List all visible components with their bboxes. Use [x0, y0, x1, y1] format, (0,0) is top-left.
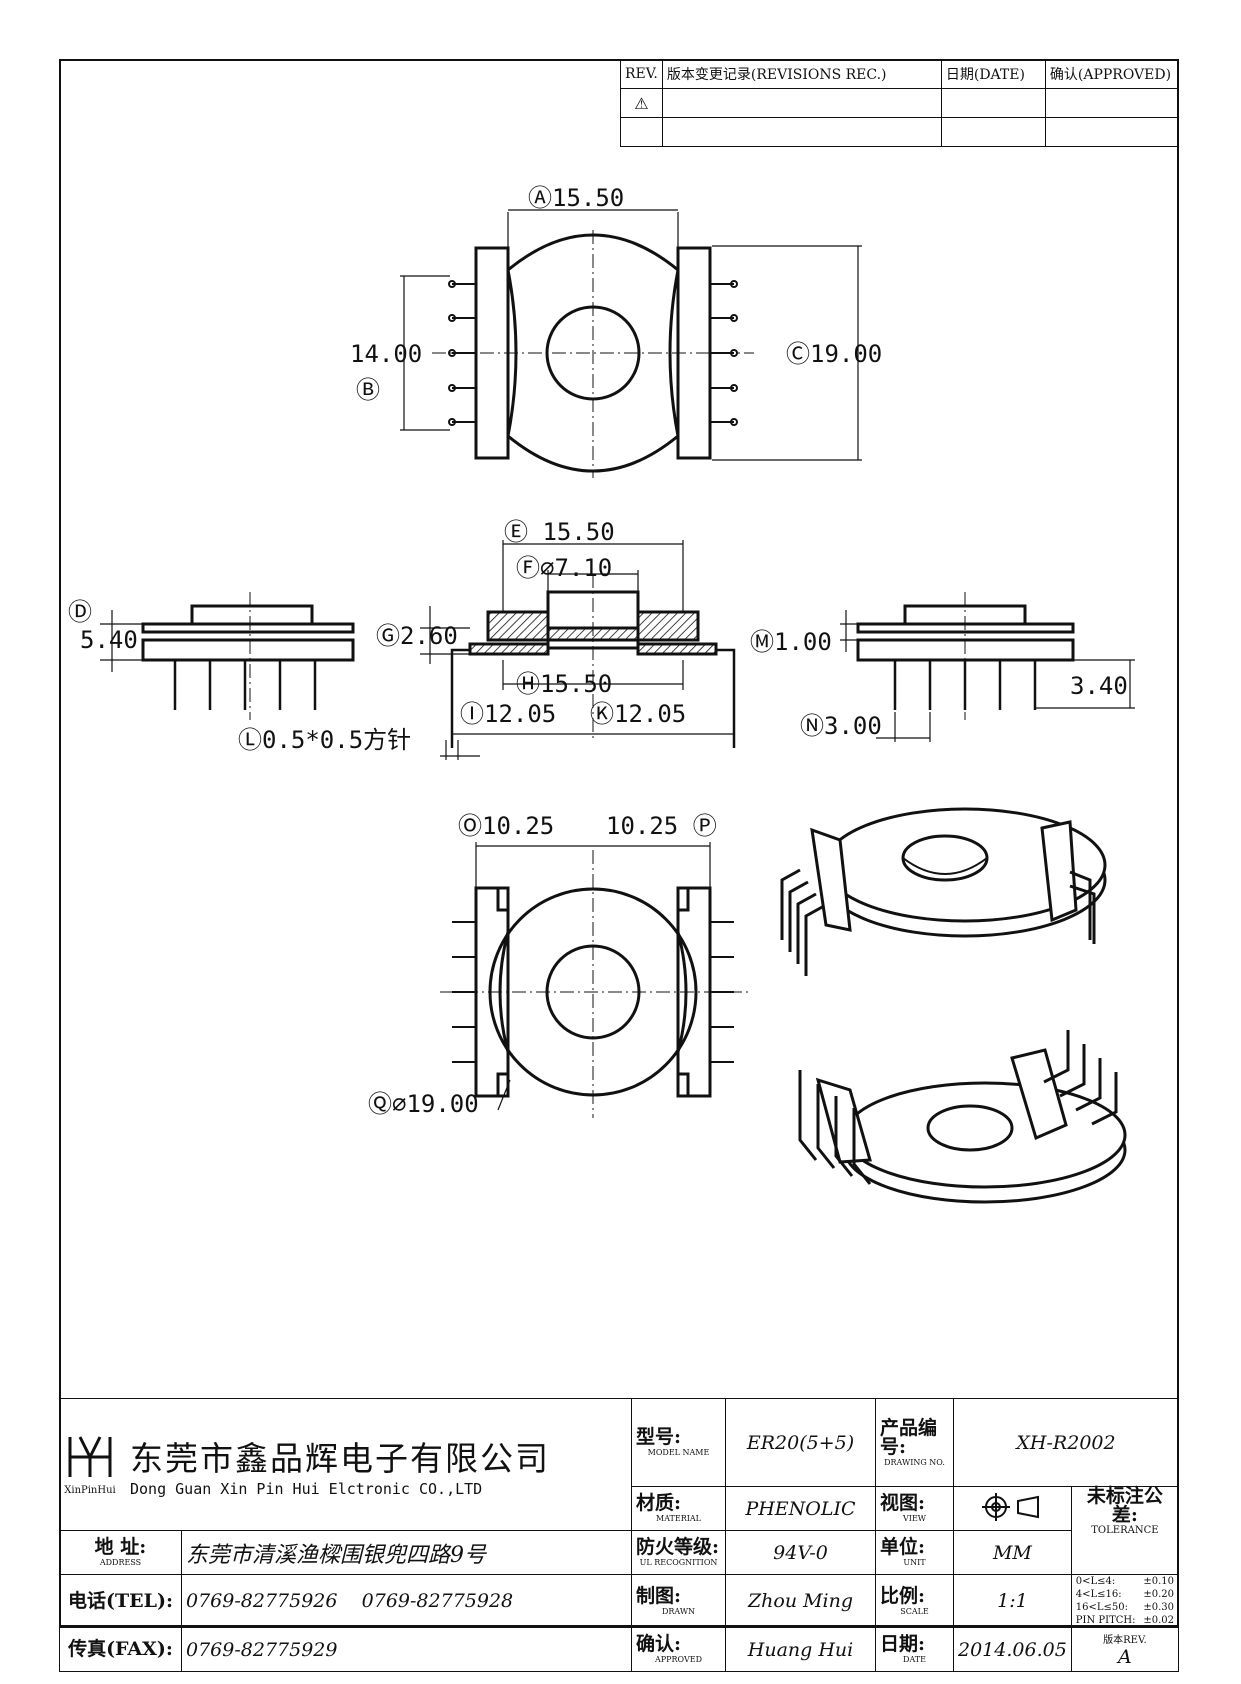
address-label: 地 址: [94, 1536, 147, 1558]
isometric-view-bottom [798, 1030, 1127, 1204]
dim-l: Ⓛ0.5*0.5方针 [238, 726, 411, 754]
scale-label: 比例: [880, 1584, 926, 1607]
section-view [420, 540, 736, 760]
company-logo: XinPinHui [64, 1433, 116, 1496]
dim-d-marker: Ⓓ [68, 598, 92, 626]
ul-value: 94V-0 [725, 1530, 876, 1575]
unit-sub: UNIT [903, 1558, 926, 1567]
model-label: 型号: [636, 1426, 682, 1448]
rev-label: 版本REV. [1103, 1635, 1147, 1646]
dim-o: Ⓞ10.25 [458, 812, 554, 840]
dwgno-label-cell: 产品编号:DRAWING NO. [875, 1398, 954, 1487]
approved-sub: APPROVED [654, 1655, 702, 1664]
bottom-view [440, 842, 748, 1118]
dim-a: Ⓐ15.50 [528, 184, 624, 212]
company-name-cn: 东莞市鑫品辉电子有限公司 [130, 1438, 550, 1478]
rev-value: A [1118, 1646, 1132, 1668]
date-sub: DATE [903, 1655, 926, 1664]
projection-icon [953, 1486, 1072, 1531]
dim-n: Ⓝ3.00 [800, 712, 882, 740]
date-label: 日期: [880, 1633, 926, 1655]
address-value: 东莞市清溪渔樑围银兜四路9号 [181, 1530, 632, 1575]
drawn-label: 制图: [636, 1584, 682, 1607]
dwgno-sub: DRAWING NO. [884, 1457, 945, 1467]
front-view [100, 592, 355, 720]
material-value: PHENOLIC [725, 1486, 876, 1531]
dim-e: Ⓔ 15.50 [504, 518, 615, 546]
tel-label: 电话(TEL): [59, 1574, 182, 1628]
drawn-value: Zhou Ming [725, 1574, 876, 1628]
dim-h: Ⓗ15.50 [516, 670, 612, 698]
side-view [840, 592, 1135, 742]
isometric-view-top [780, 807, 1107, 976]
fax-label: 传真(FAX): [59, 1627, 182, 1672]
view-sub: VIEW [903, 1514, 926, 1523]
approved-value: Huang Hui [725, 1627, 876, 1672]
drawn-sub: DRAWN [661, 1606, 696, 1616]
scale-sub: SCALE [900, 1606, 929, 1616]
tolerance-sub: TOLERANCE [1091, 1525, 1159, 1536]
tel-1: 0769-82775926 [186, 1590, 338, 1612]
dim-c: Ⓒ19.00 [786, 340, 882, 368]
dim-f: Ⓕ⌀7.10 [516, 554, 612, 582]
top-view [400, 209, 862, 478]
dim-i: Ⓘ12.05 [460, 700, 556, 728]
company-name-en: Dong Guan Xin Pin Hui Elctronic CO.,LTD [130, 1479, 483, 1498]
approved-label: 确认: [636, 1633, 682, 1655]
dim-k: Ⓚ12.05 [590, 700, 686, 728]
fax-value: 0769-82775929 [181, 1627, 632, 1672]
title-block: XinPinHui 东莞市鑫品辉电子有限公司 Dong Guan Xin Pin… [59, 1398, 1180, 1672]
model-value: ER20(5+5) [725, 1398, 876, 1487]
dim-d: 5.40 [80, 626, 138, 654]
ul-sub: UL RECOGNITION [639, 1558, 718, 1567]
tolerance-table: 0<L≤4: ±0.10 4<L≤16: ±0.20 16<L≤50: ±0.3… [1070, 1574, 1180, 1628]
unit-label: 单位: [880, 1536, 926, 1558]
revisions-header: 版本变更记录(REVISIONS REC.) [661, 59, 942, 89]
dim-b-marker: Ⓑ [356, 376, 380, 404]
address-sub: ADDRESS [99, 1558, 142, 1567]
model-sub: MODEL NAME [647, 1448, 710, 1457]
logo-text: XinPinHui [64, 1485, 116, 1496]
unit-value: MM [953, 1530, 1072, 1575]
tolerance-label: 未标注公差: [1086, 1485, 1163, 1526]
dim-side-pin: 3.40 [1070, 672, 1128, 700]
model-label-cell: 型号:MODEL NAME [631, 1398, 726, 1487]
tel-2: 0769-82775928 [361, 1590, 514, 1612]
company-cell: XinPinHui 东莞市鑫品辉电子有限公司 Dong Guan Xin Pin… [59, 1398, 632, 1531]
dim-q: Ⓠ⌀19.00 [368, 1090, 479, 1118]
dim-p: 10.25 Ⓟ [606, 812, 717, 840]
dim-b: 14.00 [350, 340, 422, 368]
ul-label: 防火等级: [636, 1536, 720, 1558]
dim-m: Ⓜ1.00 [750, 628, 832, 656]
material-sub: MATERIAL [656, 1514, 701, 1523]
scale-value: 1:1 [953, 1574, 1072, 1628]
date-value: 2014.06.05 [953, 1627, 1072, 1672]
dwgno-value: XH-R2002 [953, 1398, 1179, 1487]
dwgno-label: 产品编号: [880, 1416, 938, 1458]
dim-g: Ⓖ2.60 [376, 622, 458, 650]
revision-table: REV. 版本变更记录(REVISIONS REC.) 日期(DATE) 确认(… [620, 59, 1180, 147]
view-label: 视图: [880, 1492, 926, 1514]
material-label: 材质: [636, 1492, 682, 1514]
